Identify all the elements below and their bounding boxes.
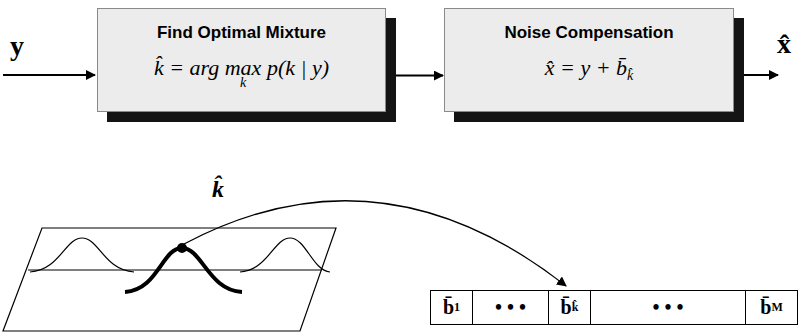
vector-symbol: b̄ xyxy=(561,296,572,319)
subscript: k̂ xyxy=(572,300,579,315)
flow-arrow xyxy=(386,75,443,77)
vector-symbol: • • • xyxy=(652,296,683,319)
subscript: k xyxy=(240,75,246,91)
output-arrow xyxy=(731,74,778,76)
signal-label: x̂ xyxy=(777,28,791,60)
subscript: 1 xyxy=(454,300,460,315)
codebook-cell: b̄M xyxy=(745,290,798,325)
codebook-cell: • • • xyxy=(472,290,548,325)
vector-symbol: • • • xyxy=(495,296,526,319)
signal-label: y xyxy=(10,30,24,62)
selected-index-label: k̂ xyxy=(212,176,224,203)
box-title: Noise Compensation xyxy=(445,23,733,43)
selection-arrow xyxy=(184,201,566,286)
input-arrow xyxy=(3,74,95,76)
vector-symbol: b̄ xyxy=(443,296,454,319)
subscript: k̂ xyxy=(627,68,633,83)
codebook-cell: b̄k̂ xyxy=(548,290,590,325)
process-box: Noise Compensation x̂ = y + b̄k̂ xyxy=(444,8,734,112)
gaussian-right xyxy=(240,238,330,272)
codebook-cell: b̄1 xyxy=(430,290,472,325)
codebook-cell: • • • xyxy=(590,290,745,325)
selected-dot xyxy=(177,243,187,253)
gaussian-left xyxy=(30,238,134,272)
gaussian-selected xyxy=(125,248,242,292)
feature-plane xyxy=(3,228,336,331)
box-title: Find Optimal Mixture xyxy=(98,23,385,43)
process-box: Find Optimal Mixturek̂ = arg max p(k | y… xyxy=(97,8,386,112)
formula: x̂ = y + b̄ xyxy=(545,55,627,80)
plane-horizon xyxy=(28,270,322,271)
formula-line: x̂ = y + b̄k̂ xyxy=(445,55,733,84)
subscript: M xyxy=(771,300,782,315)
vector-symbol: b̄ xyxy=(760,296,771,319)
